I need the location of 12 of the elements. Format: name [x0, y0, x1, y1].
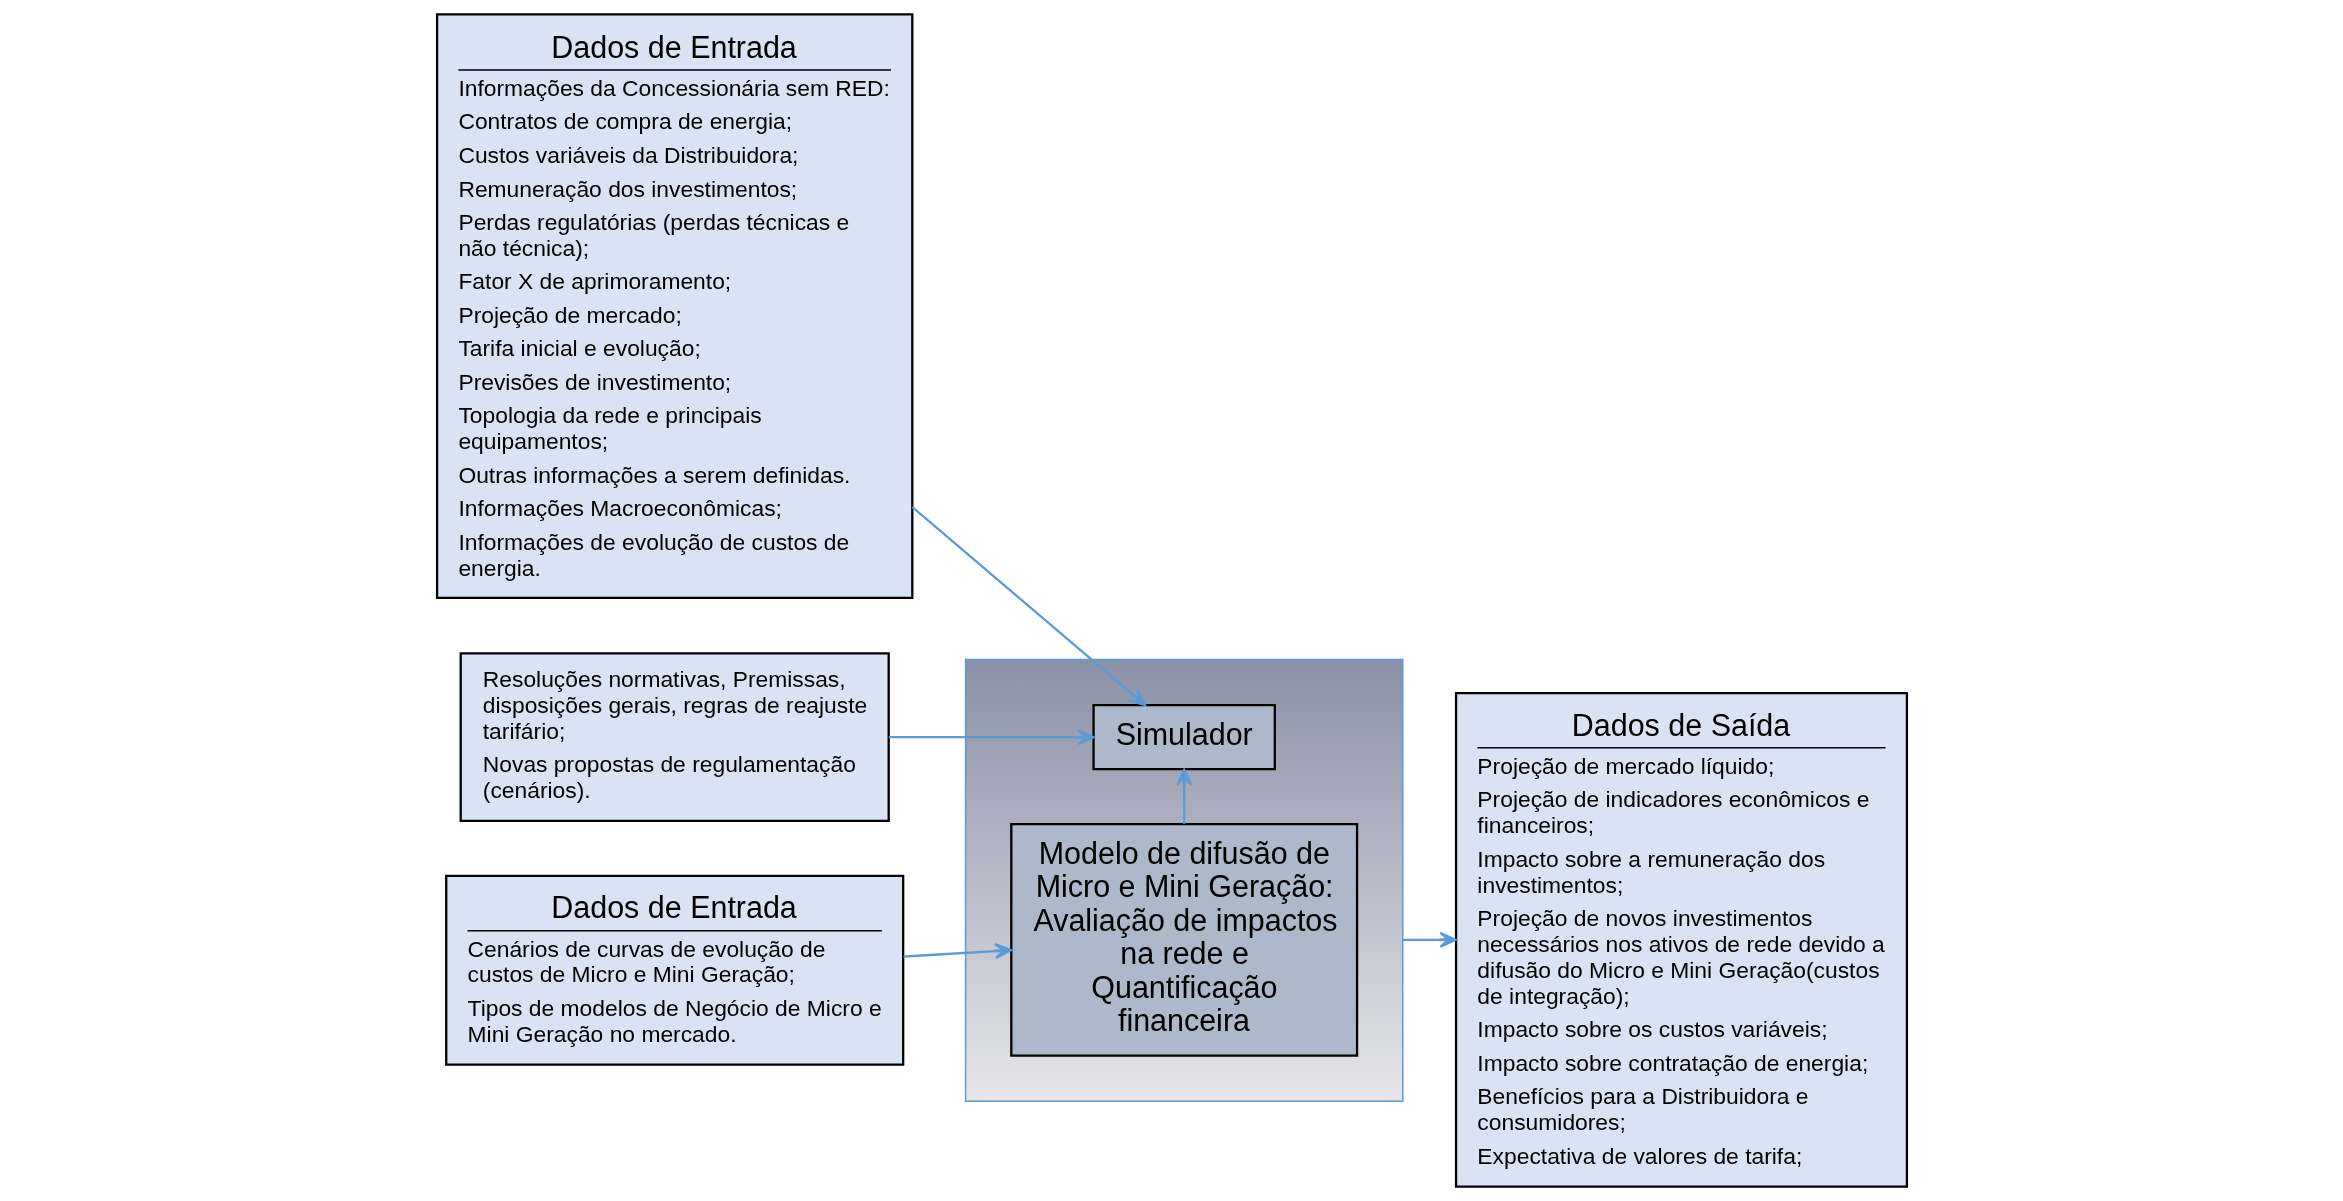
arrow: [888, 729, 1095, 746]
arrow: [911, 506, 1146, 707]
node-box: Modelo de difusão de Micro e Mini Geração: Avaliação de impactos na rede e Quantificação financeira: [1009, 822, 1358, 1057]
node-box: Dados de Saída Projeção de mercado líquido; Projeção de indicadores econômicos e financeiros; Impacto sobre a remuneração dos investimentos; Projeção de novos investimentos necessários nos ativos de rede devido a difusão do Micro e Mini Geração(custos de integração); Impacto sobre os custos variáveis; Impacto sobre contratação de energia; Benefícios para a Distribuidora e consumidores; Expectativa de valores de tarifa;: [1454, 691, 1908, 1188]
node-box: Dados de Entrada Informações da Concessionária sem RED: Contratos de compra de energia; Custos variáveis da Distribuidora; Remuneração dos investimentos; Perdas regulatórias (perdas técnicas e não técnica); Fator X de aprimoramento; Projeção de mercado; Tarifa inicial e evolução; Previsões de investimento; Topologia da rede e principais equipamentos; Outras informações a serem definidas. Informações Macroeconômicas; Informações de evolução de custos de energia.: [435, 13, 913, 599]
node-box: Resoluções normativas, Premissas, disposições gerais, regras de reajuste tarifário; Novas propostas de regulamentação (cenários).: [459, 652, 890, 823]
cluster: [964, 658, 1403, 1102]
arrow: [1402, 931, 1457, 948]
arrow: [902, 943, 1012, 959]
node-box: Dados de Entrada Cenários de curvas de evolução de custos de Micro e Mini Geração; Tipos de modelos de Negócio de Micro e Mini Geração no mercado.: [444, 874, 904, 1066]
node-box: Simulador: [1091, 704, 1276, 771]
arrow: [1175, 768, 1192, 824]
